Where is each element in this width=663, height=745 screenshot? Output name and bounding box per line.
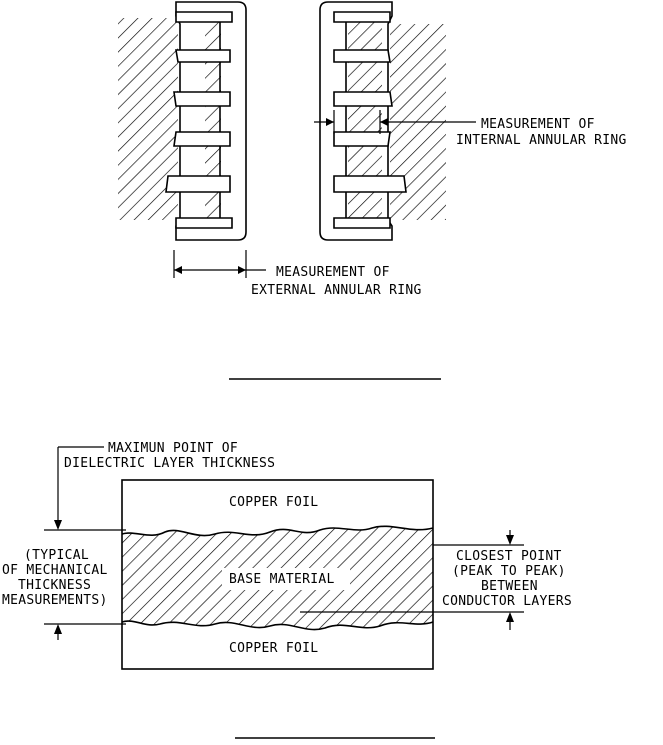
closest-label-2: (PEAK TO PEAK)	[452, 564, 566, 579]
annular-ring-figure: MEASUREMENT OF INTERNAL ANNULAR RING MEA…	[118, 1, 627, 380]
internal-ring-label-1: MEASUREMENT OF	[481, 117, 595, 132]
dielectric-figure: COPPER FOIL BASE MATERIAL COPPER FOIL MA…	[2, 441, 572, 739]
right-pad-bottom	[333, 217, 391, 229]
left-pad-top	[175, 11, 233, 23]
left-pad-4	[165, 175, 231, 193]
max-point-label-2: DIELECTRIC LAYER THICKNESS	[64, 456, 275, 471]
typical-label-2: OF MECHANICAL	[2, 563, 108, 578]
copper-foil-top: COPPER FOIL	[229, 495, 318, 510]
right-pad-2	[333, 91, 393, 107]
left-laminate-hatch	[118, 18, 178, 220]
left-pad-1	[175, 49, 231, 63]
max-point-label-1: MAXIMUN POINT OF	[108, 441, 238, 456]
internal-ring-dimension	[314, 110, 476, 134]
max-point-leader	[44, 446, 126, 640]
left-pad-bottom	[175, 217, 233, 229]
copper-foil-bottom: COPPER FOIL	[229, 641, 318, 656]
internal-ring-label-2: INTERNAL ANNULAR RING	[456, 133, 627, 148]
closest-label-3: BETWEEN	[481, 579, 538, 594]
external-ring-dimension	[173, 250, 266, 278]
external-ring-label-2: EXTERNAL ANNULAR RING	[251, 283, 422, 298]
left-pad-2	[173, 91, 231, 107]
left-barrel-outline	[175, 1, 247, 241]
right-pad-top	[333, 11, 391, 23]
right-pad-3	[333, 131, 391, 147]
base-label-bg	[222, 568, 350, 590]
right-pad-1	[333, 49, 391, 63]
lower-copper-boundary	[121, 620, 434, 631]
right-pad-4	[333, 175, 407, 193]
typical-label-4: MEASUREMENTS)	[2, 593, 108, 608]
base-material-label: BASE MATERIAL	[229, 572, 335, 587]
closest-label-1: CLOSEST POINT	[456, 549, 562, 564]
left-barrel-hatch	[205, 18, 221, 220]
upper-copper-boundary	[121, 525, 434, 537]
closest-point-dimension	[300, 530, 524, 630]
external-ring-label-1: MEASUREMENT OF	[276, 265, 390, 280]
closest-label-4: CONDUCTOR LAYERS	[442, 594, 572, 609]
left-pad-3	[173, 131, 231, 147]
typical-label-3: THICKNESS	[18, 578, 91, 593]
typical-label-1: (TYPICAL	[24, 548, 89, 563]
